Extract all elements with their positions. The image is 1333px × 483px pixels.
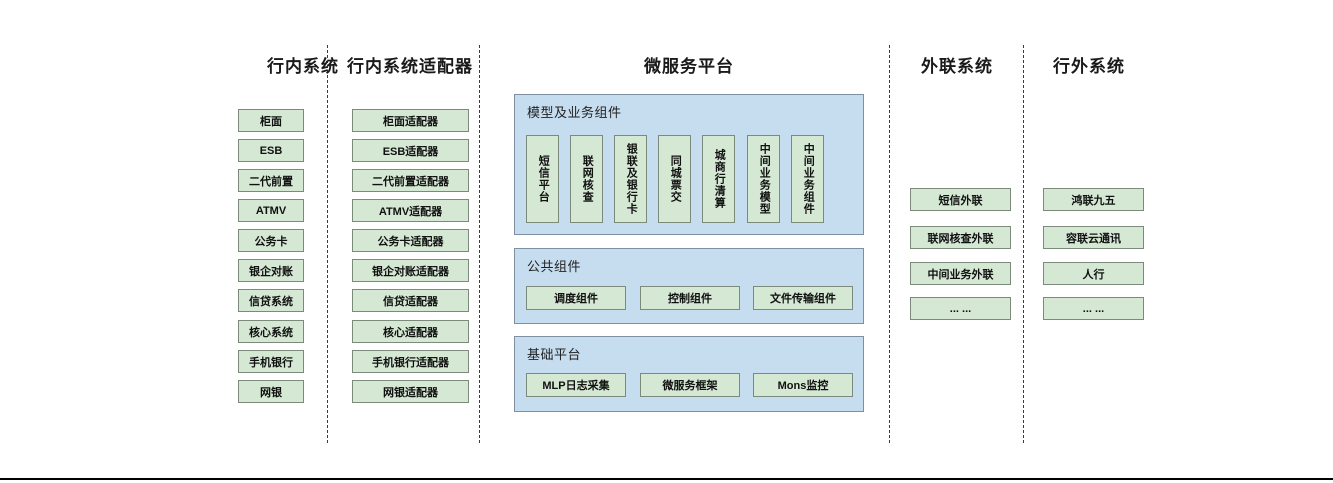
node-box[interactable]: 联网核查外联	[910, 226, 1011, 249]
component-box[interactable]: 文件传输组件	[753, 286, 853, 310]
node-box[interactable]: 短信外联	[910, 188, 1011, 211]
panel-title: 基础平台	[527, 347, 582, 362]
component-box[interactable]: 同城票交	[658, 135, 691, 223]
component-box[interactable]: 中间业务组件	[791, 135, 824, 223]
column-divider	[479, 45, 480, 443]
node-box[interactable]: 信贷适配器	[352, 289, 469, 312]
column-title-in-bank-adapters: 行内系统适配器	[347, 57, 473, 76]
column-title-external-link-systems: 外联系统	[921, 57, 993, 76]
node-box[interactable]: ... ...	[910, 297, 1011, 320]
component-label: 城商行清算	[713, 149, 726, 209]
node-box[interactable]: 手机银行适配器	[352, 350, 469, 373]
component-label: 短信平台	[537, 155, 550, 203]
node-box[interactable]: 银企对账适配器	[352, 259, 469, 282]
node-box[interactable]: 鸿联九五	[1043, 188, 1144, 211]
node-box[interactable]: 柜面适配器	[352, 109, 469, 132]
node-box[interactable]: 公务卡适配器	[352, 229, 469, 252]
node-box[interactable]: 核心适配器	[352, 320, 469, 343]
component-box[interactable]: 控制组件	[640, 286, 740, 310]
panel-title: 公共组件	[527, 259, 582, 274]
component-label: 中间业务模型	[758, 143, 771, 215]
component-label: 中间业务组件	[802, 143, 815, 215]
node-box[interactable]: 柜面	[238, 109, 304, 132]
node-box[interactable]: 核心系统	[238, 320, 304, 343]
node-box[interactable]: 信贷系统	[238, 289, 304, 312]
node-box[interactable]: 公务卡	[238, 229, 304, 252]
node-box[interactable]: 中间业务外联	[910, 262, 1011, 285]
node-box[interactable]: ESB适配器	[352, 139, 469, 162]
node-box[interactable]: ATMV适配器	[352, 199, 469, 222]
component-label: 银联及银行卡	[625, 143, 638, 215]
node-box[interactable]: 网银	[238, 380, 304, 403]
component-box[interactable]: 调度组件	[526, 286, 626, 310]
component-box[interactable]: 中间业务模型	[747, 135, 780, 223]
component-box[interactable]: Mons监控	[753, 373, 853, 397]
component-label: 同城票交	[669, 155, 682, 203]
bottom-rule	[0, 478, 1333, 480]
column-title-out-of-bank-systems: 行外系统	[1053, 57, 1125, 76]
node-box[interactable]: 容联云通讯	[1043, 226, 1144, 249]
component-box[interactable]: 短信平台	[526, 135, 559, 223]
component-label: 联网核查	[581, 155, 594, 203]
node-box[interactable]: 网银适配器	[352, 380, 469, 403]
component-box[interactable]: MLP日志采集	[526, 373, 626, 397]
node-box[interactable]: 手机银行	[238, 350, 304, 373]
platform-title: 微服务平台	[644, 57, 734, 76]
node-box[interactable]: 二代前置适配器	[352, 169, 469, 192]
node-box[interactable]: 银企对账	[238, 259, 304, 282]
node-box[interactable]: 人行	[1043, 262, 1144, 285]
node-box[interactable]: 二代前置	[238, 169, 304, 192]
component-box[interactable]: 微服务框架	[640, 373, 740, 397]
column-divider	[889, 45, 890, 443]
column-divider	[1023, 45, 1024, 443]
column-divider	[327, 45, 328, 443]
column-title-in-bank-systems: 行内系统	[267, 57, 339, 76]
component-box[interactable]: 联网核查	[570, 135, 603, 223]
component-box[interactable]: 城商行清算	[702, 135, 735, 223]
node-box[interactable]: ... ...	[1043, 297, 1144, 320]
component-box[interactable]: 银联及银行卡	[614, 135, 647, 223]
node-box[interactable]: ATMV	[238, 199, 304, 222]
panel-title: 模型及业务组件	[527, 105, 622, 120]
node-box[interactable]: ESB	[238, 139, 304, 162]
